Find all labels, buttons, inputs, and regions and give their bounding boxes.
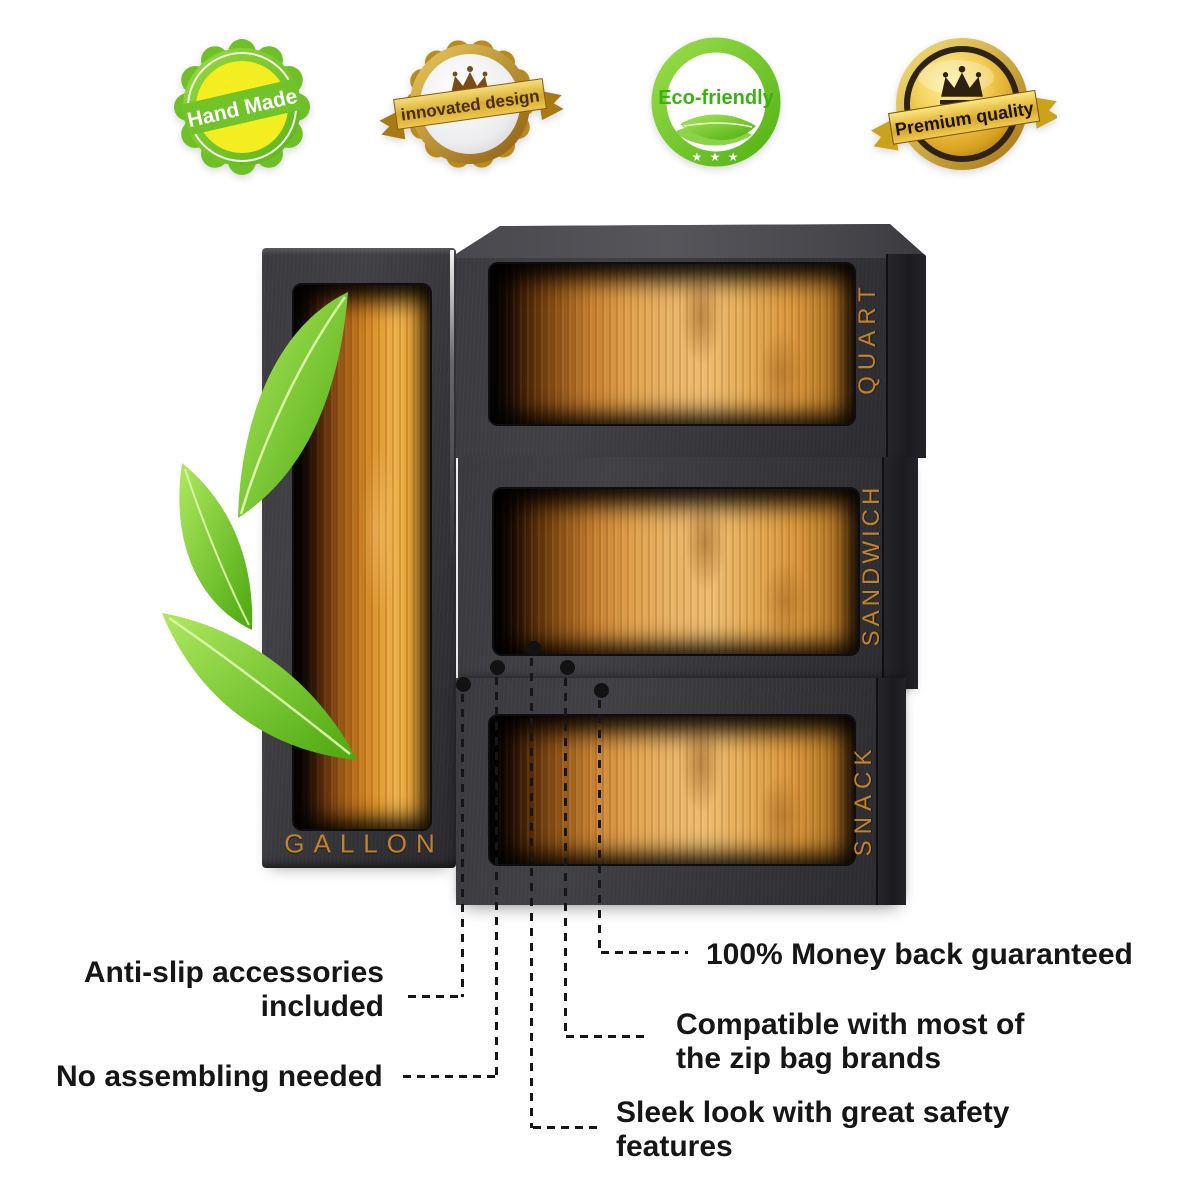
badge-stars: ★ ★ ★	[692, 150, 741, 164]
quart-top-face	[456, 224, 926, 258]
callout-no-assembling: No assembling needed	[56, 1060, 383, 1094]
box-seam-highlight	[450, 250, 454, 570]
callout-sleek: Sleek look with great safety features	[616, 1096, 1009, 1164]
label-sandwich: SANDWICH	[858, 483, 885, 647]
sandwich-window	[492, 487, 860, 656]
leaf-middle	[179, 463, 253, 630]
callout-dot-no-assembling	[490, 660, 505, 675]
gallon-compartment: GALLON	[262, 248, 456, 868]
callout-line-anti-slip-h	[408, 995, 462, 998]
badge-premium-quality: Premium quality	[871, 38, 1057, 170]
callout-dot-compatible	[560, 660, 575, 675]
label-gallon: GALLON	[284, 828, 444, 859]
callout-line-anti-slip-v	[461, 694, 464, 997]
snack-window	[488, 714, 856, 866]
callout-line-money-back-h	[601, 951, 688, 954]
callout-line-compatible-v	[564, 678, 567, 1037]
callout-anti-slip: Anti-slip accessories included	[40, 956, 384, 1024]
callout-dot-sleek	[526, 641, 541, 656]
callout-line1: No assembling needed	[56, 1060, 383, 1093]
callout-money-back: 100% Money back guaranteed	[706, 938, 1133, 972]
snack-side-face	[876, 678, 906, 905]
label-quart: QUART	[854, 281, 881, 395]
badge-hand-made: Hand Made	[174, 39, 310, 175]
callout-line1: Anti-slip accessories	[83, 956, 384, 989]
badge-innovated-design: innovated design	[379, 40, 564, 168]
callout-line-no-assembling-v	[495, 677, 498, 1077]
callout-line-compatible-h	[566, 1035, 645, 1038]
callout-line1: Compatible with most of	[676, 1008, 1025, 1041]
callout-line-money-back-v	[598, 700, 601, 952]
callout-line2: features	[616, 1130, 733, 1163]
quart-compartment: QUART	[456, 224, 926, 458]
callout-compatible: Compatible with most of the zip bag bran…	[676, 1008, 1024, 1076]
badge-eco-friendly: Eco-friendly ★ ★ ★	[651, 37, 781, 167]
callout-line2: the zip bag brands	[676, 1042, 942, 1075]
snack-compartment: SNACK	[456, 678, 906, 905]
quart-window	[488, 262, 856, 426]
badge-eco-label: Eco-friendly	[658, 87, 774, 109]
gallon-window	[292, 283, 432, 831]
badge-green-ring	[651, 37, 781, 167]
callout-line2: included	[260, 990, 384, 1023]
callout-dot-money-back	[594, 683, 609, 698]
sandwich-compartment: SANDWICH	[458, 457, 918, 689]
crown-icon	[940, 65, 984, 105]
callout-line-sleek-h	[533, 1126, 597, 1129]
callout-line1: Sleek look with great safety	[616, 1096, 1010, 1129]
quart-side-face	[886, 254, 926, 458]
sandwich-side-face	[882, 457, 918, 689]
callout-line-sleek-v	[530, 658, 533, 1128]
callout-line1: 100% Money back guaranteed	[706, 938, 1133, 971]
callout-line-no-assembling-h	[403, 1075, 496, 1078]
label-snack: SNACK	[850, 743, 877, 857]
badge-band	[183, 77, 301, 137]
callout-dot-anti-slip	[456, 677, 471, 692]
leaf-icon	[674, 114, 756, 146]
